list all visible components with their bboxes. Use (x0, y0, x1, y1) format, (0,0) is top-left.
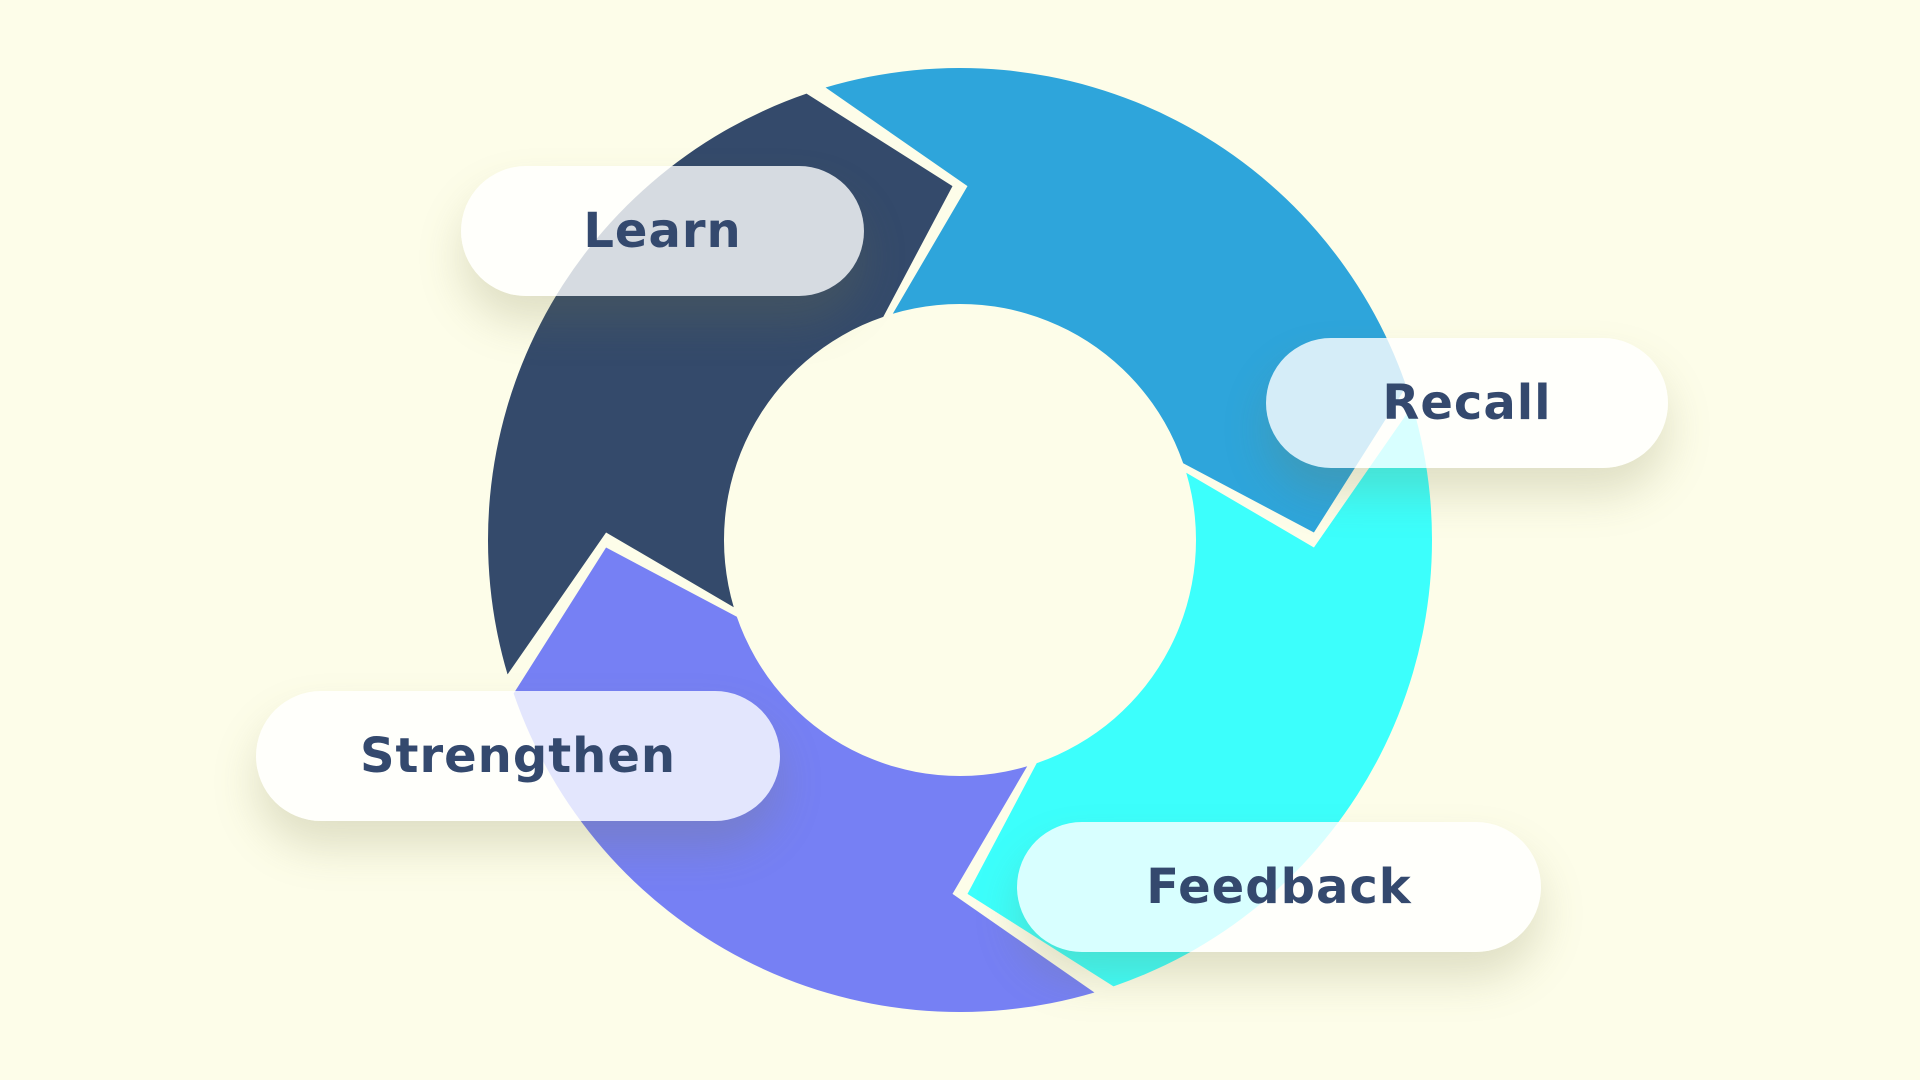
stage-label-recall: Recall (1382, 375, 1552, 431)
stage-pill-feedback: Feedback (1017, 822, 1541, 952)
stage-pill-strengthen: Strengthen (256, 691, 780, 821)
stage-pill-recall: Recall (1266, 338, 1668, 468)
stage-label-feedback: Feedback (1146, 859, 1412, 915)
stage-label-learn: Learn (583, 203, 742, 259)
stage-pill-learn: Learn (461, 166, 864, 296)
segment-strengthen (513, 547, 1095, 1012)
stage-label-strengthen: Strengthen (359, 728, 677, 784)
segment-recall (825, 68, 1407, 533)
